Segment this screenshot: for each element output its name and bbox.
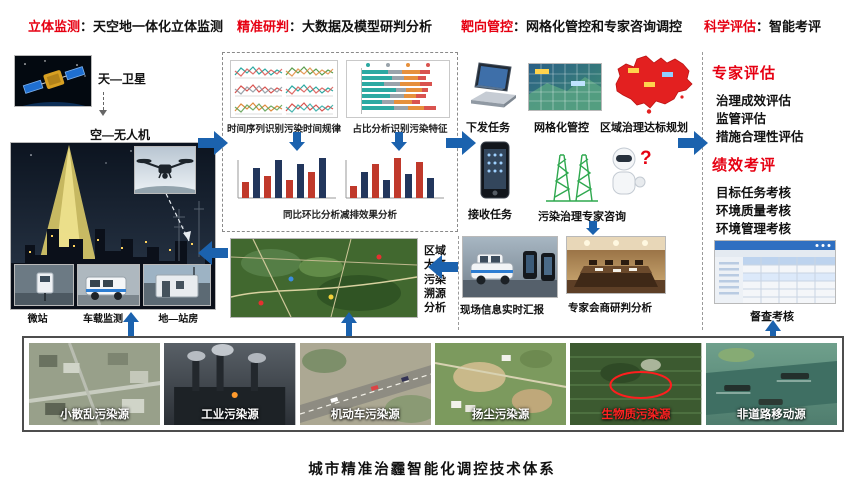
expert-item: 治理成效评估 [716,94,792,108]
proportion-chart-image [346,60,450,123]
source-label: 工业污染源 [201,409,259,421]
performance-item: 目标任务考核 [716,186,792,200]
mobile-van-image [77,264,140,306]
question-mark: ? [640,148,652,169]
laptop-icon [471,62,516,108]
header-label: 靶向管控 [461,19,514,34]
header-desc: 网格化管控和专家咨询调控 [526,19,683,34]
expert-meeting-label: 专家会商研判分析 [568,302,652,314]
phone-image [480,141,510,204]
arrow-up-sources-to-map [340,312,358,351]
field-report-image [462,236,558,298]
source-biomass: 生物质污染源 [570,343,702,425]
arrow-right-monitor-to-analysis [198,130,228,161]
expert-consult-label: 污染治理专家咨询 [538,211,626,223]
phone-icon [480,141,510,199]
lattice-tower-icon [546,154,598,202]
tracing-map-image [230,238,418,318]
performance-title: 绩效考评 [712,157,777,174]
expert-item: 监管评估 [716,112,767,126]
proportion-caption: 占比分析识别污染特征 [352,124,448,135]
header-label: 立体监测 [28,19,81,34]
source-label: 小散乱污染源 [60,409,130,421]
satellite-icon [15,56,91,106]
audit-label: 督查考核 [750,311,794,323]
regional-plan-label: 区域治理达标规划 [600,122,688,134]
expert-evaluation-title: 专家评估 [712,65,777,82]
laptop-image [468,60,518,117]
spreadsheet-icon [715,241,835,303]
ground-labels-row: 微站 车载监测 地—站房 [10,310,216,325]
source-nonroad: 非道路移动源 [705,343,837,425]
dispatch-label: 下发任务 [466,122,510,134]
comparison-chart-image [232,154,448,209]
header-desc: 天空地一体化立体监测 [93,19,224,34]
satellite-image [14,55,92,107]
expert-robot-image: ? [604,144,656,209]
receive-label: 接收任务 [468,209,512,221]
arrow-down-icon [99,110,107,116]
ground-station-image [143,264,211,306]
field-report-label: 现场信息实时汇报 [460,304,544,316]
header-section-evaluation: 科学评估：智能考评 [704,16,821,35]
drone-image [134,146,196,194]
satellite-label: 天—卫星 [98,72,147,86]
header-section-analysis: 精准研判：大数据及模型研判分析 [237,16,432,35]
expert-item: 措施合理性评估 [716,130,804,144]
grid-control-label: 网格化管控 [534,122,589,134]
drone-icon [135,147,195,193]
diagram-title: 城市精准治霾智能化调控技术体系 [308,462,556,478]
source-label: 扬尘污染源 [471,409,530,421]
arrow-right-control-to-evaluation [678,130,708,161]
arrow-down-consult-to-meeting [585,221,601,241]
timeseries-caption: 时间序列识别污染时间规律 [226,124,341,135]
source-industrial: 工业污染源 [164,343,296,425]
pollution-sources-box: 小散乱污染源 工业污染源 [22,336,844,432]
arrow-down-charts [390,132,408,157]
robot-icon: ? [612,147,652,195]
meeting-room-image [566,236,666,294]
source-label: 非道路移动源 [736,409,806,421]
performance-item: 环境质量考核 [716,204,792,218]
arrow-left-field-to-map [428,254,458,285]
timeseries-chart-image [230,60,338,123]
source-vehicle: 机动车污染源 [299,343,431,425]
micro-station-label: 微站 [27,313,48,325]
header-desc: 智能考评 [769,19,822,34]
uav-label: 空—无人机 [90,128,151,142]
header-section-control: 靶向管控：网格化管控和专家咨询调控 [461,16,682,35]
mobile-van-label: 车载监测 [82,313,123,325]
header-section-monitoring: 立体监测：天空地一体化立体监测 [28,16,223,35]
china-map-icon [615,55,693,114]
header-label: 精准研判 [237,19,290,34]
ground-station-label: 地—站房 [158,313,199,325]
column-separator [702,52,703,330]
micro-station-image [14,264,74,306]
china-map-image [604,54,696,119]
dashed-connector [103,92,104,110]
source-label: 机动车污染源 [330,409,400,421]
source-label: 生物质污染源 [601,409,671,421]
column-separator [458,236,459,330]
source-dust: 扬尘污染源 [434,343,567,425]
header-colon: ： [513,19,527,34]
tower-image [540,147,602,208]
arrow-right-analysis-to-control [446,130,476,161]
header-label: 科学评估 [704,19,757,34]
source-scattered: 小散乱污染源 [29,343,161,425]
comparison-caption: 同比环比分析减排效果分析 [282,210,397,221]
header-colon: ： [289,19,303,34]
arrow-left-map-to-monitor [198,240,228,271]
arrow-down-charts [288,132,306,157]
header-colon: ： [80,19,94,34]
header-colon: ： [756,19,770,34]
audit-spreadsheet-image [714,240,836,304]
header-desc: 大数据及模型研判分析 [302,19,433,34]
grid-map-image [528,63,602,111]
performance-item: 环境管理考核 [716,222,792,236]
